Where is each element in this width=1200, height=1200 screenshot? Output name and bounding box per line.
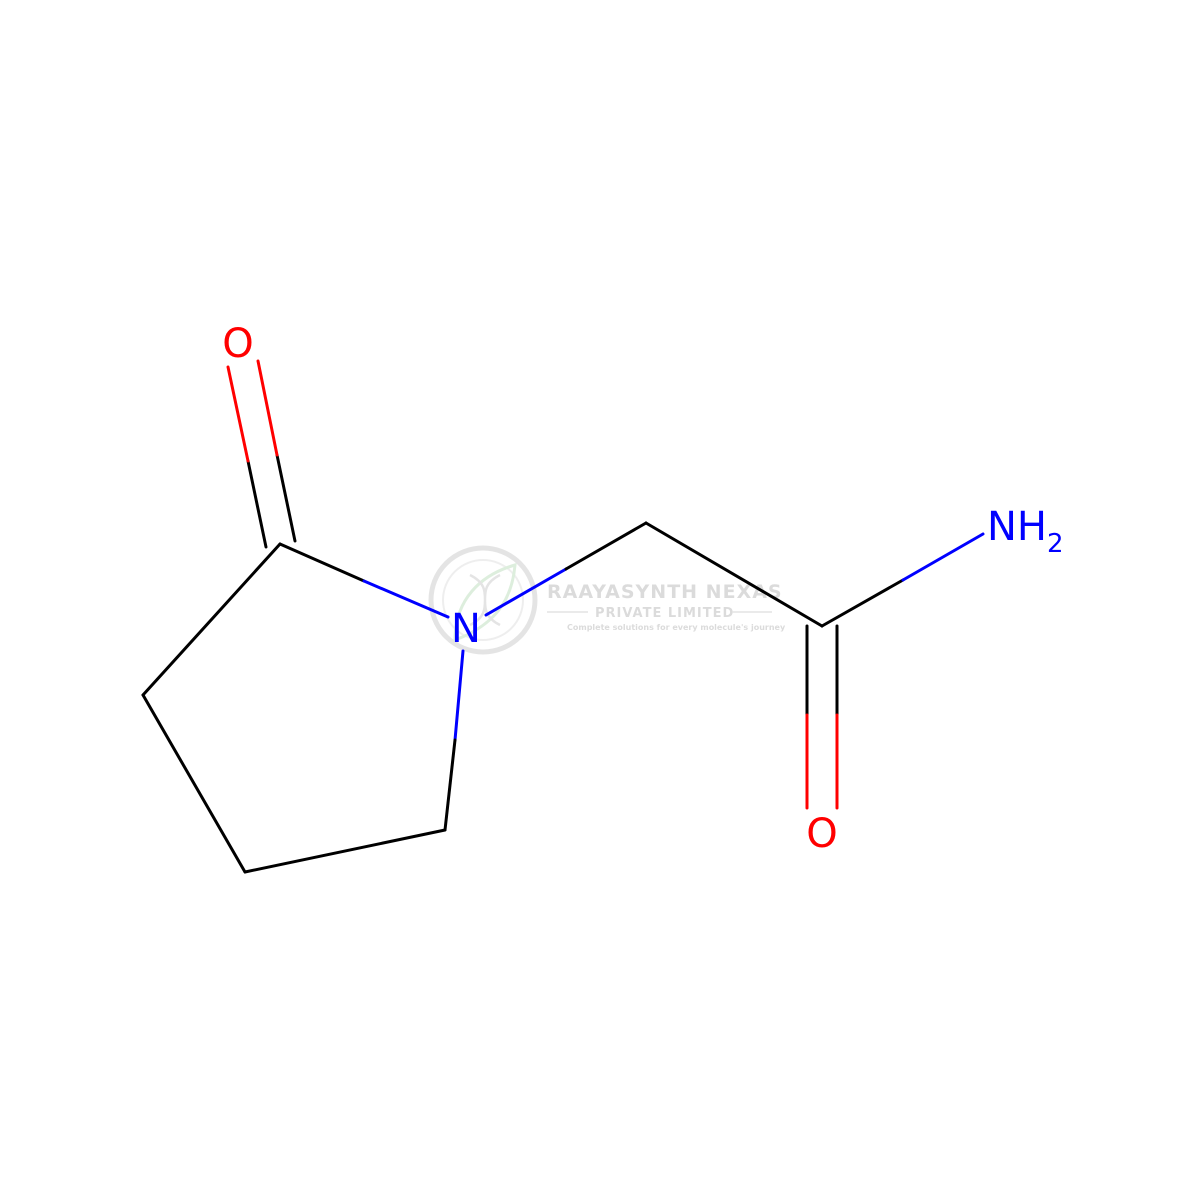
bond-ring-carbonyl-2-carbon xyxy=(275,453,297,543)
bond-n-sidechain-carbon xyxy=(564,521,648,571)
atom-ring-carbonyl-oxygen: O xyxy=(222,321,253,367)
bond-amide-c-n-carbon xyxy=(820,578,905,628)
bond-n-ring-ch2-carbon xyxy=(443,738,457,832)
bond-n-ring-ch2-nitrogen xyxy=(453,649,465,742)
atom-amide-nitrogen: NH2 xyxy=(987,504,1064,559)
bond-ch2-amide-carbon xyxy=(644,521,824,628)
atom-amide-carbonyl-oxygen: O xyxy=(806,811,837,857)
bond-n-sidechain-nitrogen xyxy=(484,567,568,617)
watermark-company-name: RAAYASYNTH NEXAS xyxy=(547,581,783,603)
atom-labels: O N NH2 O xyxy=(222,321,1063,857)
bond-ring-carbonyl-1-carbon xyxy=(246,459,268,549)
watermark-helix-icon xyxy=(469,573,501,627)
bond-ring-c2-c3 xyxy=(141,542,282,697)
watermark-tagline: Complete solutions for every molecule's … xyxy=(567,623,786,632)
bond-carbonyl-n-carbon xyxy=(278,542,366,583)
atom-amide-nitrogen-subscript: 2 xyxy=(1047,529,1064,559)
bond-ring-carbonyl-1-oxygen xyxy=(226,365,250,463)
bond-ring-carbonyl-2-oxygen xyxy=(256,359,279,457)
bond-ring-c4-c5 xyxy=(243,828,447,874)
bond-amide-c-n-nitrogen xyxy=(901,532,985,582)
atom-ring-nitrogen: N xyxy=(451,606,481,652)
watermark-logo-inner-ring xyxy=(442,559,524,641)
watermark-subtitle: PRIVATE LIMITED xyxy=(595,606,734,621)
watermark: RAAYASYNTH NEXAS PRIVATE LIMITED Complet… xyxy=(428,545,786,655)
watermark-logo-outer-ring xyxy=(428,545,538,655)
bond-ring-c3-c4 xyxy=(141,693,247,874)
watermark-leaf-icon xyxy=(453,562,517,643)
bond-carbonyl-n-nitrogen xyxy=(362,579,450,619)
bonds xyxy=(141,359,985,874)
atom-amide-nitrogen-label: NH xyxy=(987,504,1047,550)
